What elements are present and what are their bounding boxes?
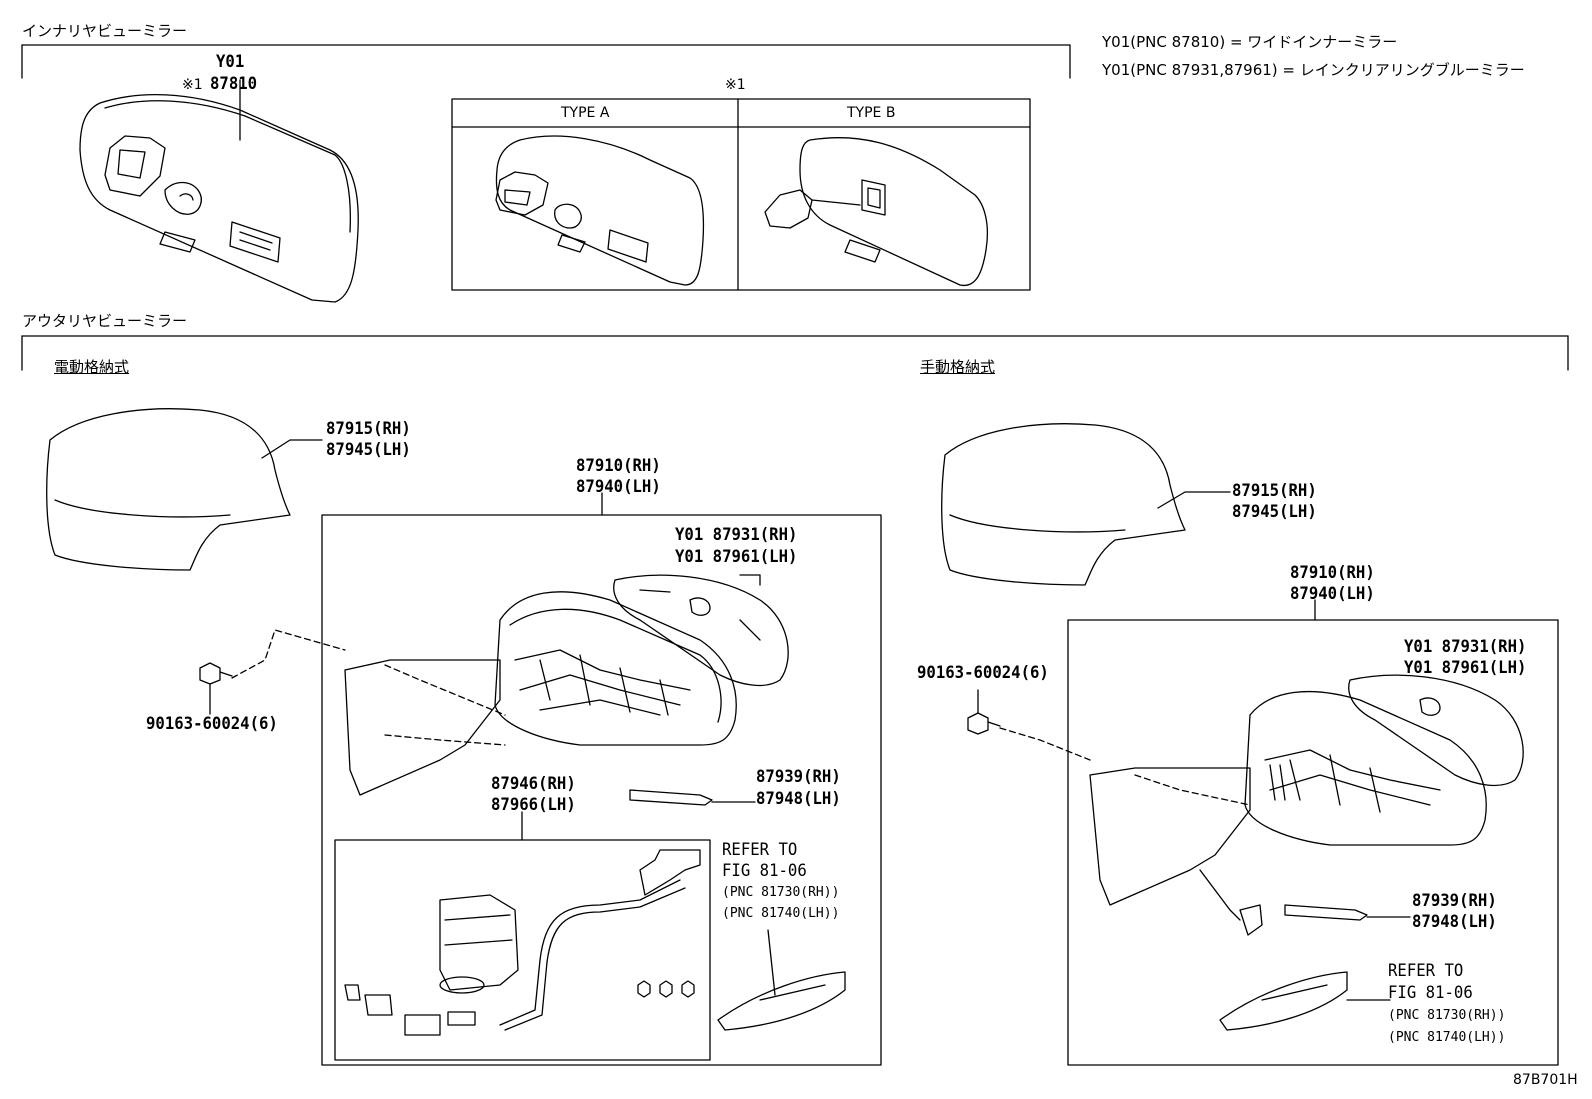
power-mirror-assembly [344,574,789,796]
manual-cover-rh: 87915(RH) [1232,481,1317,501]
manual-mirror-assembly [1089,674,1524,936]
power-refer-line-2: FIG 81-06 [722,861,807,881]
outer-section-bracket [21,335,1569,371]
power-cover-lh: 87945(LH) [326,440,411,460]
power-assembly-rh: 87910(RH) [576,456,661,476]
manual-refer-line-1: REFER TO [1388,961,1464,981]
manual-lamp-cover [1284,904,1411,921]
manual-turn-lamp [1219,971,1391,1031]
power-screw [199,629,506,746]
power-lamp-cover [629,789,756,806]
inner-mirror-part-number: 87810 [210,74,258,94]
power-retractor-lh: 87966(LH) [491,795,576,815]
type-comparison-box [451,98,1031,291]
power-mirror-glass-lh: Y01 87961(LH) [675,547,798,567]
power-cover-rh: 87915(RH) [326,419,411,439]
manual-cover-lh: 87945(LH) [1232,502,1317,522]
manual-assembly-box [1067,599,1559,1066]
power-fold-heading: 電動格納式 [54,358,130,376]
manual-mirror-glass-rh: Y01 87931(RH) [1404,637,1527,657]
power-lamp-cover-rh: 87939(RH) [756,767,841,787]
manual-lamp-cover-lh: 87948(LH) [1412,912,1497,932]
type-b-label: TYPE B [847,105,896,121]
manual-cover-illustration [941,423,1231,586]
legend-line-2: Y01(PNC 87931,87961) = レインクリアリングブルーミラー [1102,61,1525,79]
manual-refer-line-3: (PNC 81730(RH)) [1388,1008,1506,1023]
inner-mirror-note-mark: ※1 [182,77,203,93]
power-retractor-box [334,811,711,1061]
inner-section-bracket [21,44,1071,79]
power-cover-illustration [46,408,323,571]
inner-mirror-heading: インナリヤビューミラー [22,22,188,40]
manual-screw-part: 90163-60024(6) [917,663,1049,683]
manual-assembly-lh: 87940(LH) [1290,584,1375,604]
manual-assembly-rh: 87910(RH) [1290,563,1375,583]
inner-mirror-variant-code: Y01 [216,52,245,72]
manual-mirror-glass-lh: Y01 87961(LH) [1404,658,1527,678]
power-mirror-glass-rh: Y01 87931(RH) [675,525,798,545]
outer-mirror-heading: アウタリヤビューミラー [22,312,188,330]
power-refer-line-3: (PNC 81730(RH)) [722,885,840,900]
manual-refer-line-2: FIG 81-06 [1388,983,1473,1003]
type-a-mirror [495,135,705,286]
power-retractor-rh: 87946(RH) [491,774,576,794]
power-retractor-motor [344,849,701,1036]
figure-code: 87B701H [1513,1072,1578,1088]
types-note-mark: ※1 [725,77,746,93]
power-assembly-lh: 87940(LH) [576,477,661,497]
power-refer-line-1: REFER TO [722,840,798,860]
power-refer-line-4: (PNC 81740(LH)) [722,906,840,921]
manual-refer-line-4: (PNC 81740(LH)) [1388,1030,1506,1045]
type-a-label: TYPE A [561,105,610,121]
type-b-mirror [764,137,989,287]
power-lamp-cover-lh: 87948(LH) [756,789,841,809]
manual-lamp-cover-rh: 87939(RH) [1412,891,1497,911]
power-turn-lamp [717,929,846,1031]
legend-line-1: Y01(PNC 87810) = ワイドインナーミラー [1102,33,1398,51]
power-assembly-box [321,492,882,1066]
manual-screw [967,689,1251,806]
manual-fold-heading: 手動格納式 [920,358,996,376]
inner-mirror-illustration [79,79,359,303]
power-screw-part: 90163-60024(6) [146,714,278,734]
